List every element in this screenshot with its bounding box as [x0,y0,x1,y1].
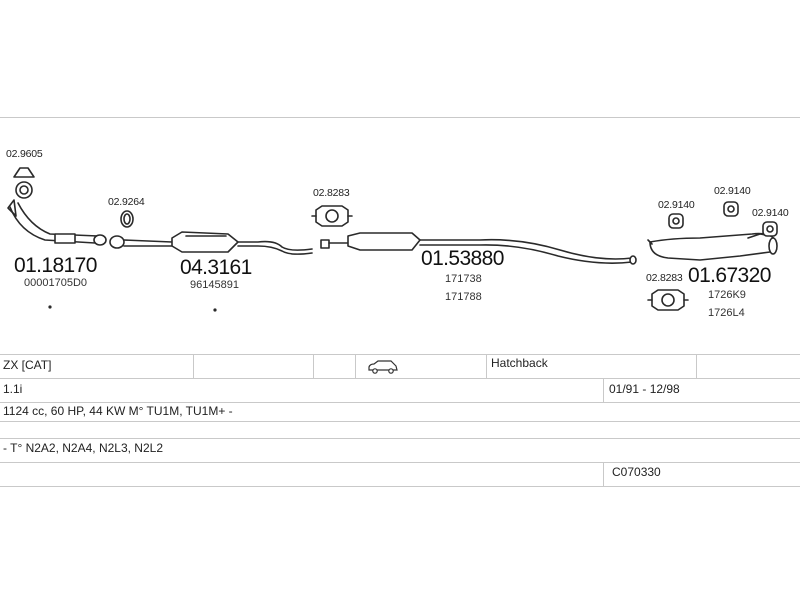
middle-silencer-oem-1: 171738 [445,273,482,285]
type-codes-cell: - T° N2A2, N2A4, N2L3, N2L2 [3,441,163,455]
car-icon [368,360,398,374]
clamp-top-icon [13,167,35,199]
model-cell: ZX [CAT] [3,358,52,372]
part-hanger-c-label: 02.9140 [752,207,789,219]
catalyst-part-number: 04.3161 [180,256,252,279]
downpipe [7,199,107,246]
gasket-icon [120,210,134,228]
rear-silencer-oem-2: 1726L4 [708,307,745,319]
part-hanger-b-label: 02.9140 [714,185,751,197]
rear-silencer-part-number: 01.67320 [688,264,771,287]
diagram-top-border [0,117,800,118]
part-hanger-a-label: 02.9140 [658,199,695,211]
part-rear-mount-label: 02.8283 [646,272,683,284]
part-gasket-label: 02.9264 [108,196,145,208]
engine-details-cell: 1124 cc, 60 HP, 44 KW M° TU1M, TU1M+ - [3,404,233,418]
catalyst-oem-number: 96145891 [190,279,239,291]
rear-rubber-mount-icon [647,289,689,311]
rubber-mount-icon [311,205,353,227]
rear-hanger-b-icon [723,201,739,217]
downpipe-part-number: 01.18170 [14,254,97,277]
rear-silencer-oem-1: 1726K9 [708,289,746,301]
middle-silencer-oem-2: 171788 [445,291,482,303]
catalyst [109,231,313,255]
rear-silencer [647,232,778,261]
years-cell: 01/91 - 12/98 [609,382,680,396]
rear-hanger-a-icon [668,213,684,229]
catalog-code-cell: C070330 [612,465,661,479]
middle-silencer [320,232,637,265]
part-clamp-label: 02.9605 [6,148,43,160]
body-type-cell: Hatchback [491,356,548,370]
middle-silencer-part-number: 01.53880 [421,247,504,270]
rear-hanger-c-icon [762,221,778,237]
engine-size-cell: 1.1i [3,382,23,396]
part-mount-mid-label: 02.8283 [313,187,350,199]
downpipe-oem-number: 00001705D0 [24,277,88,289]
